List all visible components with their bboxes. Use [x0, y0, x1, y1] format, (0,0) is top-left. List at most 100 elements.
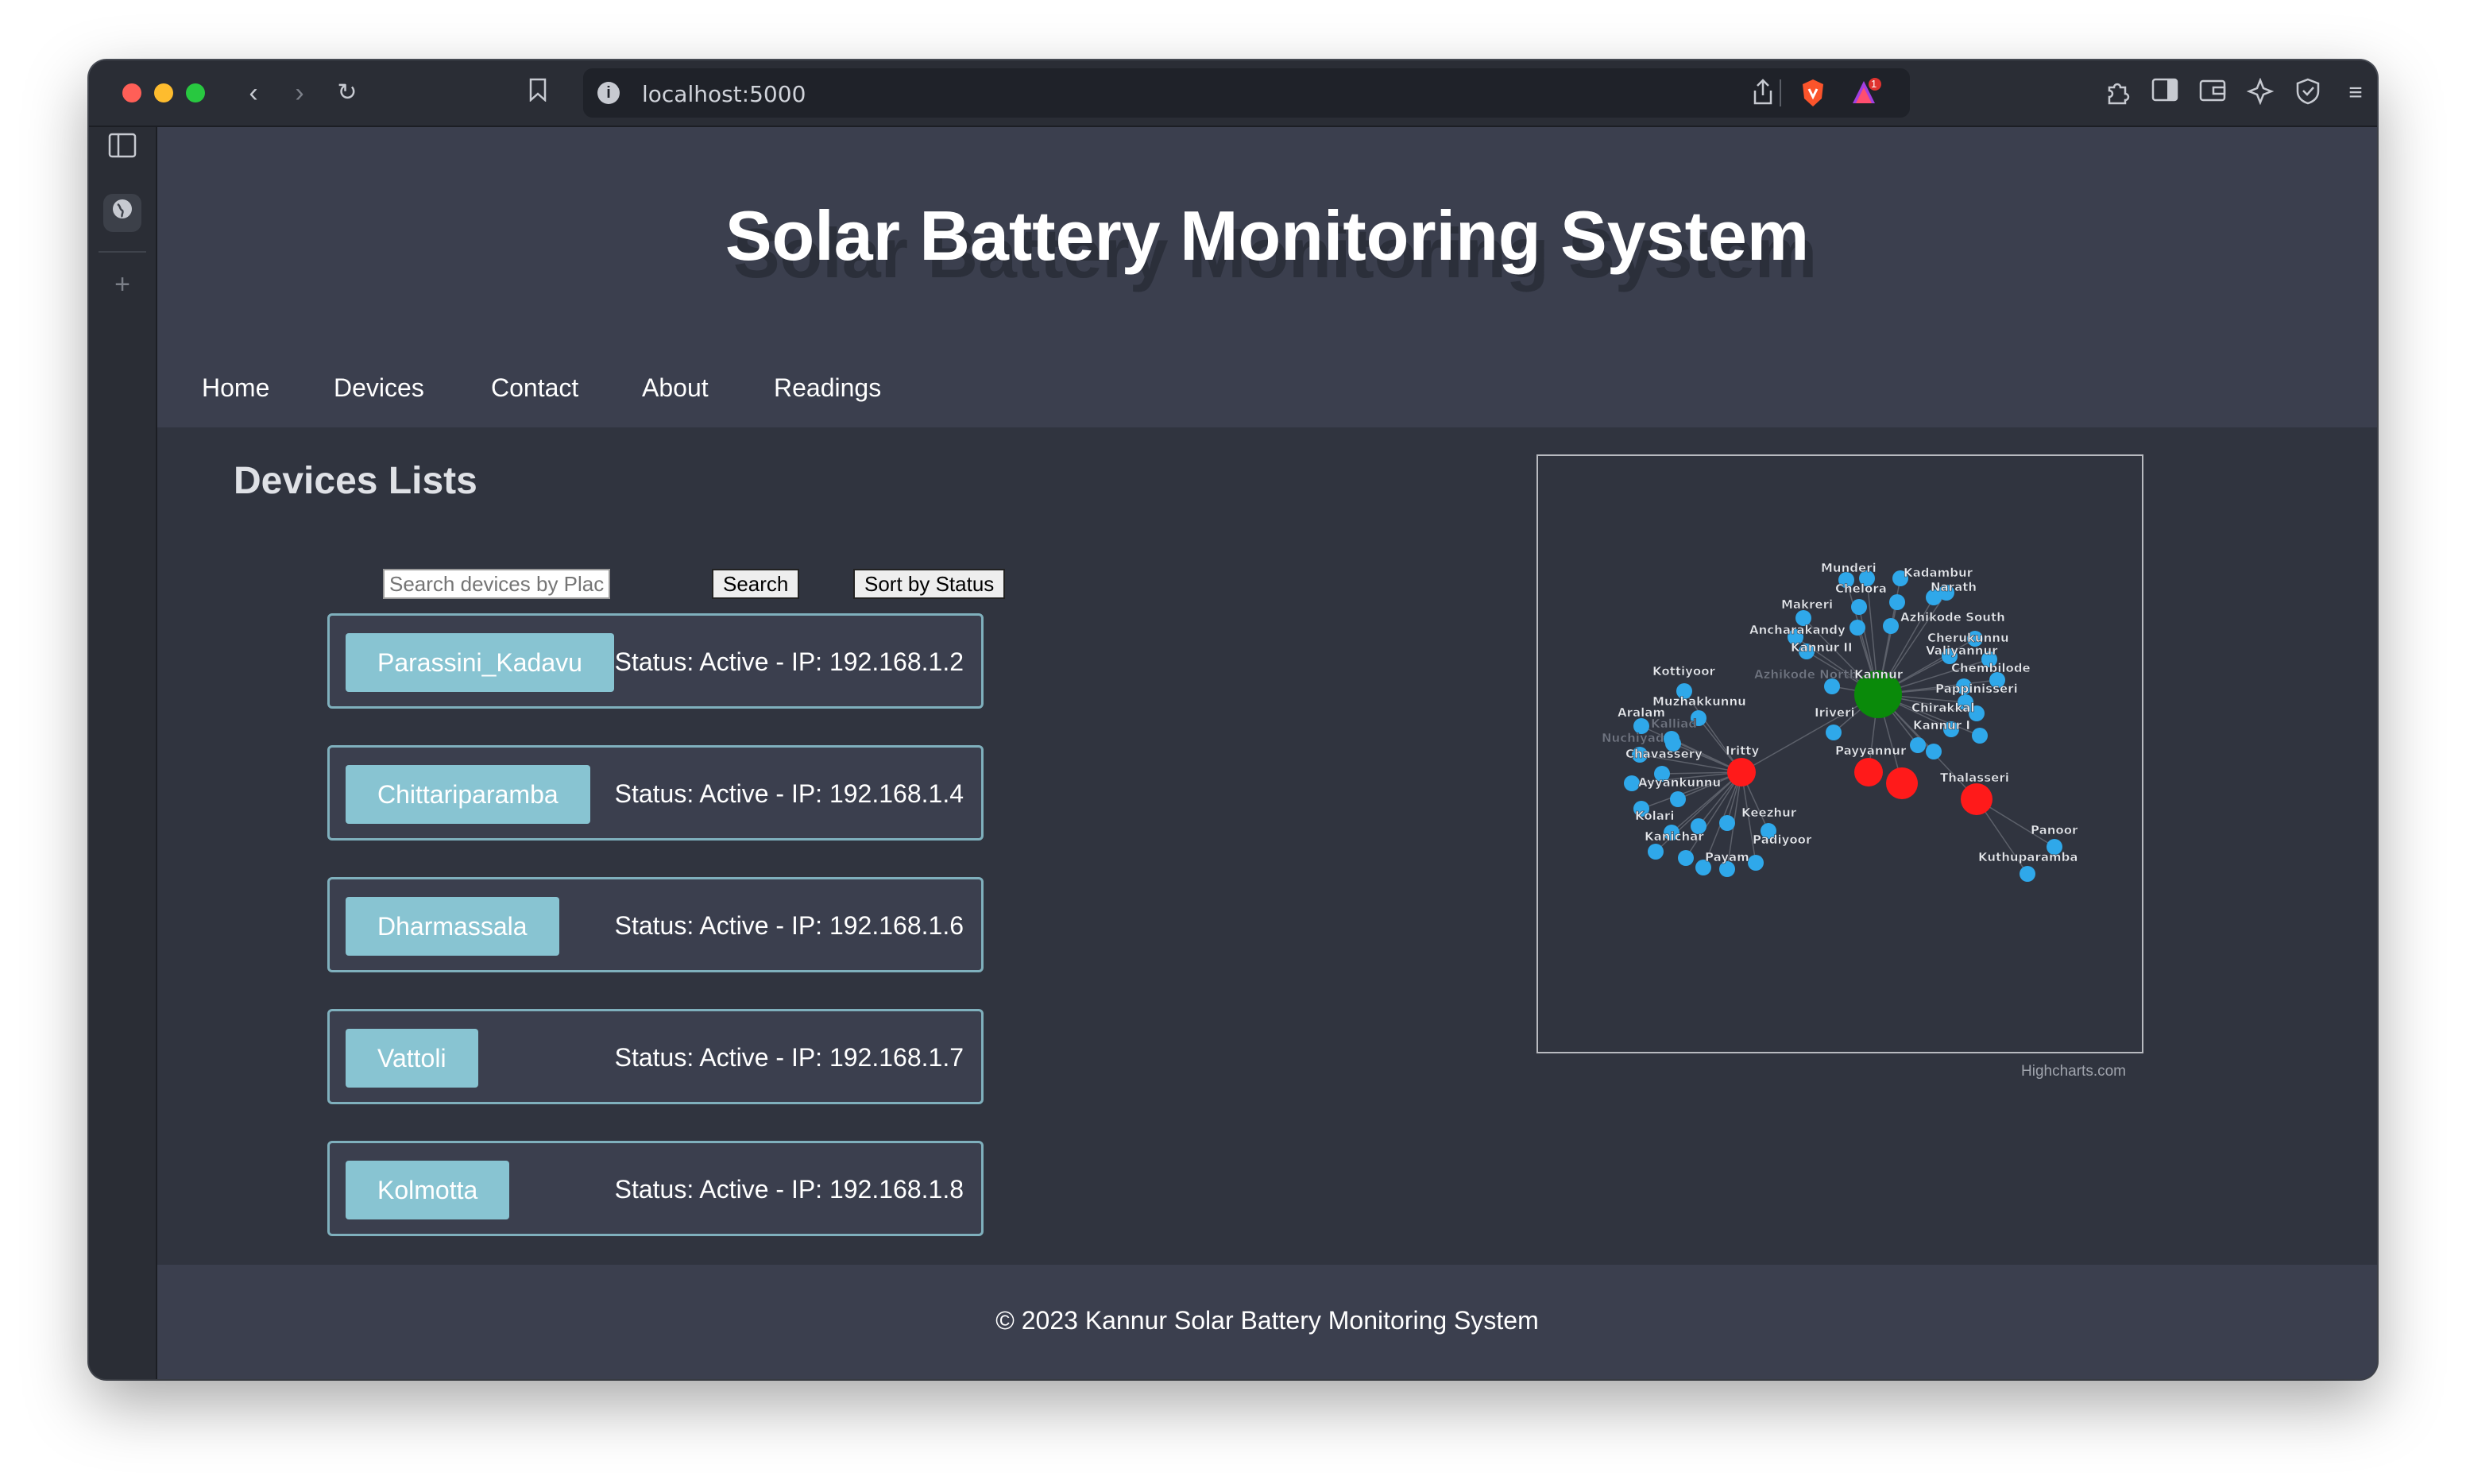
device-status: Status: Active - IP: 192.168.1.2 [614, 647, 964, 676]
graph-node[interactable] [2047, 839, 2062, 855]
graph-node[interactable] [1695, 860, 1711, 875]
graph-node[interactable] [1972, 728, 1988, 744]
brave-shield-icon[interactable] [1800, 78, 1826, 112]
wallet-icon[interactable] [2197, 78, 2228, 108]
extensions-icon[interactable] [2102, 78, 2132, 108]
graph-node[interactable] [1633, 801, 1649, 817]
graph-node[interactable] [1989, 672, 2005, 688]
bookmark-icon[interactable] [523, 78, 553, 108]
graph-node[interactable] [1942, 648, 1958, 664]
graph-node[interactable] [1633, 718, 1649, 734]
device-card[interactable]: Parassini_Kadavu Status: Active - IP: 19… [327, 613, 984, 709]
forward-icon[interactable]: › [295, 78, 304, 108]
graph-node-label: Narath [1931, 580, 1977, 594]
graph-node[interactable] [1795, 610, 1811, 626]
search-button[interactable]: Search [712, 569, 800, 599]
graph-node[interactable] [1678, 850, 1694, 866]
graph-node[interactable] [1851, 599, 1867, 615]
device-name-button[interactable]: Parassini_Kadavu [346, 633, 614, 692]
site-info-icon[interactable]: i [597, 82, 620, 104]
search-input[interactable] [383, 569, 610, 599]
reload-icon[interactable]: ↻ [337, 79, 358, 106]
globe-icon[interactable] [103, 194, 141, 232]
graph-node[interactable] [1969, 705, 1985, 721]
graph-node[interactable] [1748, 855, 1764, 871]
graph-node[interactable] [1958, 694, 1973, 710]
graph-node[interactable] [1886, 767, 1918, 799]
device-name-button[interactable]: Chittariparamba [346, 765, 590, 824]
graph-node[interactable] [1854, 671, 1902, 718]
graph-node[interactable] [1910, 737, 1926, 753]
graph-node[interactable] [1761, 823, 1776, 839]
nav-devices[interactable]: Devices [334, 373, 424, 402]
device-status: Status: Active - IP: 192.168.1.4 [614, 779, 964, 808]
graph-node-label: Padiyoor [1753, 833, 1812, 847]
graph-node[interactable] [1691, 818, 1706, 834]
graph-node[interactable] [1654, 766, 1670, 782]
graph-node[interactable] [2020, 866, 2035, 882]
graph-node[interactable] [1961, 783, 1993, 815]
device-card[interactable]: Kolmotta Status: Active - IP: 192.168.1.… [327, 1141, 984, 1236]
graph-node[interactable] [1824, 678, 1840, 694]
graph-node[interactable] [1676, 683, 1692, 699]
graph-node[interactable] [1850, 620, 1865, 636]
minimize-window-button[interactable] [154, 83, 173, 102]
device-name-button[interactable]: Kolmotta [346, 1161, 510, 1219]
graph-node-label: Keezhur [1741, 806, 1797, 820]
graph-node[interactable] [1826, 725, 1842, 740]
maximize-window-button[interactable] [186, 83, 205, 102]
graph-node[interactable] [1943, 721, 1959, 737]
nav-contact[interactable]: Contact [491, 373, 579, 402]
address-bar[interactable]: i localhost:5000 1 [583, 68, 1910, 118]
close-window-button[interactable] [122, 83, 141, 102]
graph-node[interactable] [1670, 791, 1686, 807]
graph-node[interactable] [1665, 736, 1681, 752]
graph-node[interactable] [1956, 678, 1972, 694]
graph-node[interactable] [1691, 710, 1706, 726]
graph-node[interactable] [1838, 572, 1854, 588]
graph-node[interactable] [1632, 747, 1648, 763]
device-card[interactable]: Vattoli Status: Active - IP: 192.168.1.7 [327, 1009, 984, 1104]
share-icon[interactable] [1751, 78, 1775, 110]
graph-node[interactable] [1719, 815, 1735, 831]
leo-ai-icon[interactable] [2245, 77, 2275, 108]
graph-node[interactable] [1967, 631, 1983, 647]
graph-node[interactable] [1727, 758, 1756, 786]
graph-node[interactable] [1648, 844, 1664, 860]
menu-icon[interactable]: ≡ [2348, 79, 2363, 106]
sort-by-status-button[interactable]: Sort by Status [853, 569, 1006, 599]
highcharts-credit[interactable]: Highcharts.com [2021, 1063, 2126, 1080]
device-name-button[interactable]: Dharmassala [346, 897, 559, 956]
device-card[interactable]: Chittariparamba Status: Active - IP: 192… [327, 745, 984, 841]
nav-home[interactable]: Home [202, 373, 270, 402]
graph-node[interactable] [1926, 589, 1942, 605]
graph-node[interactable] [1859, 570, 1875, 586]
nav-about[interactable]: About [642, 373, 709, 402]
device-name-button[interactable]: Vattoli [346, 1029, 478, 1088]
graph-node[interactable] [1883, 618, 1899, 634]
graph-node[interactable] [1892, 570, 1908, 586]
device-card[interactable]: Dharmassala Status: Active - IP: 192.168… [327, 877, 984, 972]
graph-node[interactable] [1938, 585, 1954, 601]
graph-node-label: Kannur II [1791, 640, 1853, 655]
graph-node[interactable] [1926, 744, 1942, 759]
back-icon[interactable]: ‹ [249, 78, 258, 108]
graph-node[interactable] [1788, 629, 1803, 645]
vpn-icon[interactable] [2293, 78, 2323, 108]
graph-node[interactable] [1799, 643, 1815, 659]
graph-node-label: Ancharakandy [1749, 623, 1846, 637]
graph-node-label: Kannur [1854, 667, 1904, 682]
sidebar-panel-icon[interactable] [103, 132, 141, 170]
graph-node[interactable] [1664, 825, 1679, 841]
add-tab-icon[interactable]: + [114, 269, 130, 300]
graph-node[interactable] [1981, 651, 1997, 667]
graph-node[interactable] [1624, 775, 1640, 791]
graph-node[interactable] [1854, 758, 1883, 786]
graph-node[interactable] [1889, 594, 1905, 610]
sidebar-toggle-icon[interactable] [2150, 78, 2180, 108]
nav-readings[interactable]: Readings [774, 373, 882, 402]
brave-rewards-icon[interactable]: 1 [1851, 78, 1883, 112]
graph-node[interactable] [1719, 861, 1735, 877]
